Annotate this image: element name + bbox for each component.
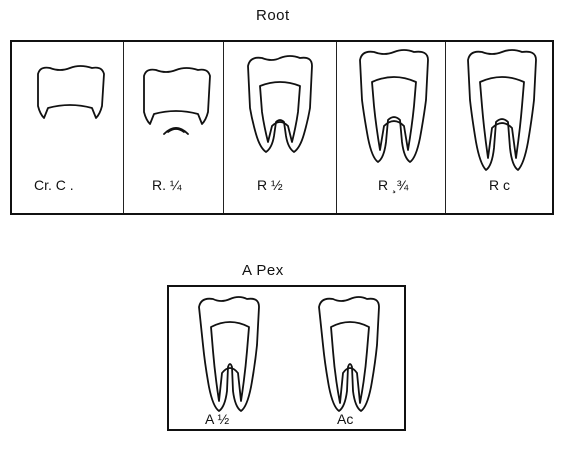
panel-divider xyxy=(123,42,124,213)
stage-label-root-quarter: R. ¼ xyxy=(152,177,182,193)
tooth-root-half-icon xyxy=(240,52,320,162)
stage-label-crown-complete: Cr. C . xyxy=(34,177,74,193)
root-section-title: Root xyxy=(256,7,290,24)
tooth-root-complete-icon xyxy=(460,46,544,176)
stage-label-root-half: R ½ xyxy=(257,177,283,193)
tooth-root-quarter-icon xyxy=(136,64,216,144)
panel-divider xyxy=(223,42,224,213)
tooth-apex-half-icon xyxy=(193,293,267,415)
tooth-root-three-quarter-icon xyxy=(352,46,436,166)
root-stages-panel: Cr. C . R. ¼ R ½ R ¸¾ R c xyxy=(10,40,554,215)
apex-section-title: A Pex xyxy=(242,262,284,279)
panel-divider xyxy=(336,42,337,213)
stage-label-apex-complete: Ac xyxy=(337,411,353,427)
tooth-crown-complete-icon xyxy=(30,62,110,122)
apex-stages-panel: A ½ Ac xyxy=(167,285,406,431)
tooth-apex-complete-icon xyxy=(313,293,387,415)
stage-label-apex-half: A ½ xyxy=(205,411,229,427)
stage-label-root-complete: R c xyxy=(489,177,510,193)
panel-divider xyxy=(445,42,446,213)
stage-label-root-three-quarter: R ¸¾ xyxy=(378,177,408,193)
